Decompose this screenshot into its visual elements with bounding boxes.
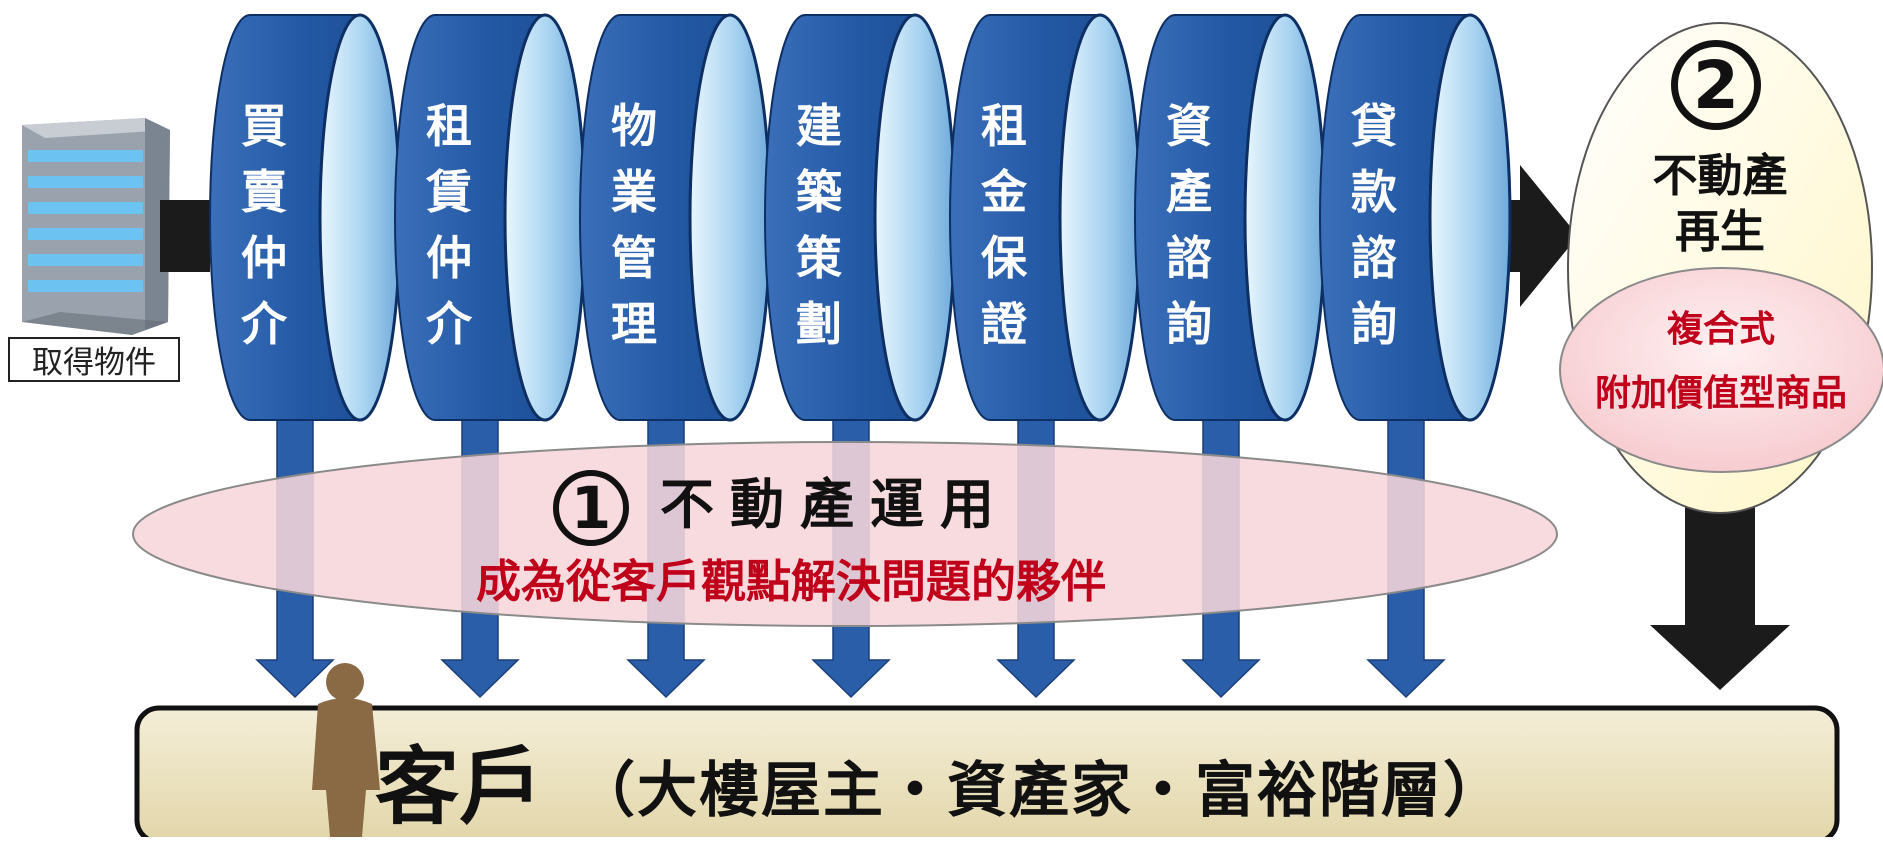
person-icon	[312, 663, 380, 837]
regeneration-title: 不動產 再生	[1620, 148, 1820, 260]
cylinder-label: 資產諮詢	[1166, 99, 1212, 351]
product-line2: 附加價值型商品	[1594, 373, 1847, 414]
product-circle	[1559, 267, 1883, 473]
cylinder-label: 貸款諮詢	[1351, 99, 1397, 351]
service-cylinder: 租賃仲介	[394, 13, 587, 422]
service-cylinder: 物業管理	[579, 13, 772, 422]
cylinder-face	[1243, 13, 1327, 422]
operation-ellipse	[132, 441, 1558, 627]
cylinder-face	[318, 13, 402, 422]
cylinder-label: 買賣仲介	[241, 99, 288, 351]
cylinder-face	[503, 13, 587, 422]
step-2-badge: 2	[1671, 40, 1761, 130]
arrow-regeneration-to-customer	[1650, 470, 1790, 690]
cylinder-face	[1428, 13, 1512, 422]
cylinder-face	[1058, 13, 1142, 422]
service-cylinder: 建築策劃	[764, 13, 957, 422]
service-cylinder: 買賣仲介	[209, 13, 402, 422]
building-icon	[22, 118, 170, 335]
cylinder-face	[688, 13, 772, 422]
regeneration-title-line2: 再生	[1674, 205, 1765, 258]
product-line1: 複合式	[1666, 309, 1775, 350]
customer-title: 客戶	[375, 738, 544, 836]
customer-bar	[134, 705, 1840, 837]
cylinder-label: 租賃仲介	[425, 99, 473, 351]
regeneration-title-line1: 不動產	[1652, 149, 1788, 202]
acquire-property-label: 取得物件	[8, 337, 180, 382]
service-cylinder: 資產諮詢	[1134, 13, 1327, 422]
customer-detail: （大樓屋主・資產家・富裕階層）	[575, 756, 1505, 826]
operation-title: 不動產運用	[660, 473, 1010, 536]
cylinder-face	[873, 13, 957, 422]
service-cylinder: 租金保證	[949, 13, 1142, 422]
operation-subtitle: 成為從客戶觀點解決問題的夥伴	[476, 555, 1107, 608]
service-cylinders: 買賣仲介 租賃仲介 物業管理 建築策劃 租金保證 資產諮詢 貸款諮詢	[209, 13, 1512, 422]
step-1-badge: 1	[553, 470, 629, 546]
cylinder-label: 租金保證	[980, 99, 1028, 351]
service-cylinder: 貸款諮詢	[1319, 13, 1512, 422]
cylinder-label: 建築策劃	[796, 99, 843, 351]
cylinder-label: 物業管理	[611, 99, 657, 351]
